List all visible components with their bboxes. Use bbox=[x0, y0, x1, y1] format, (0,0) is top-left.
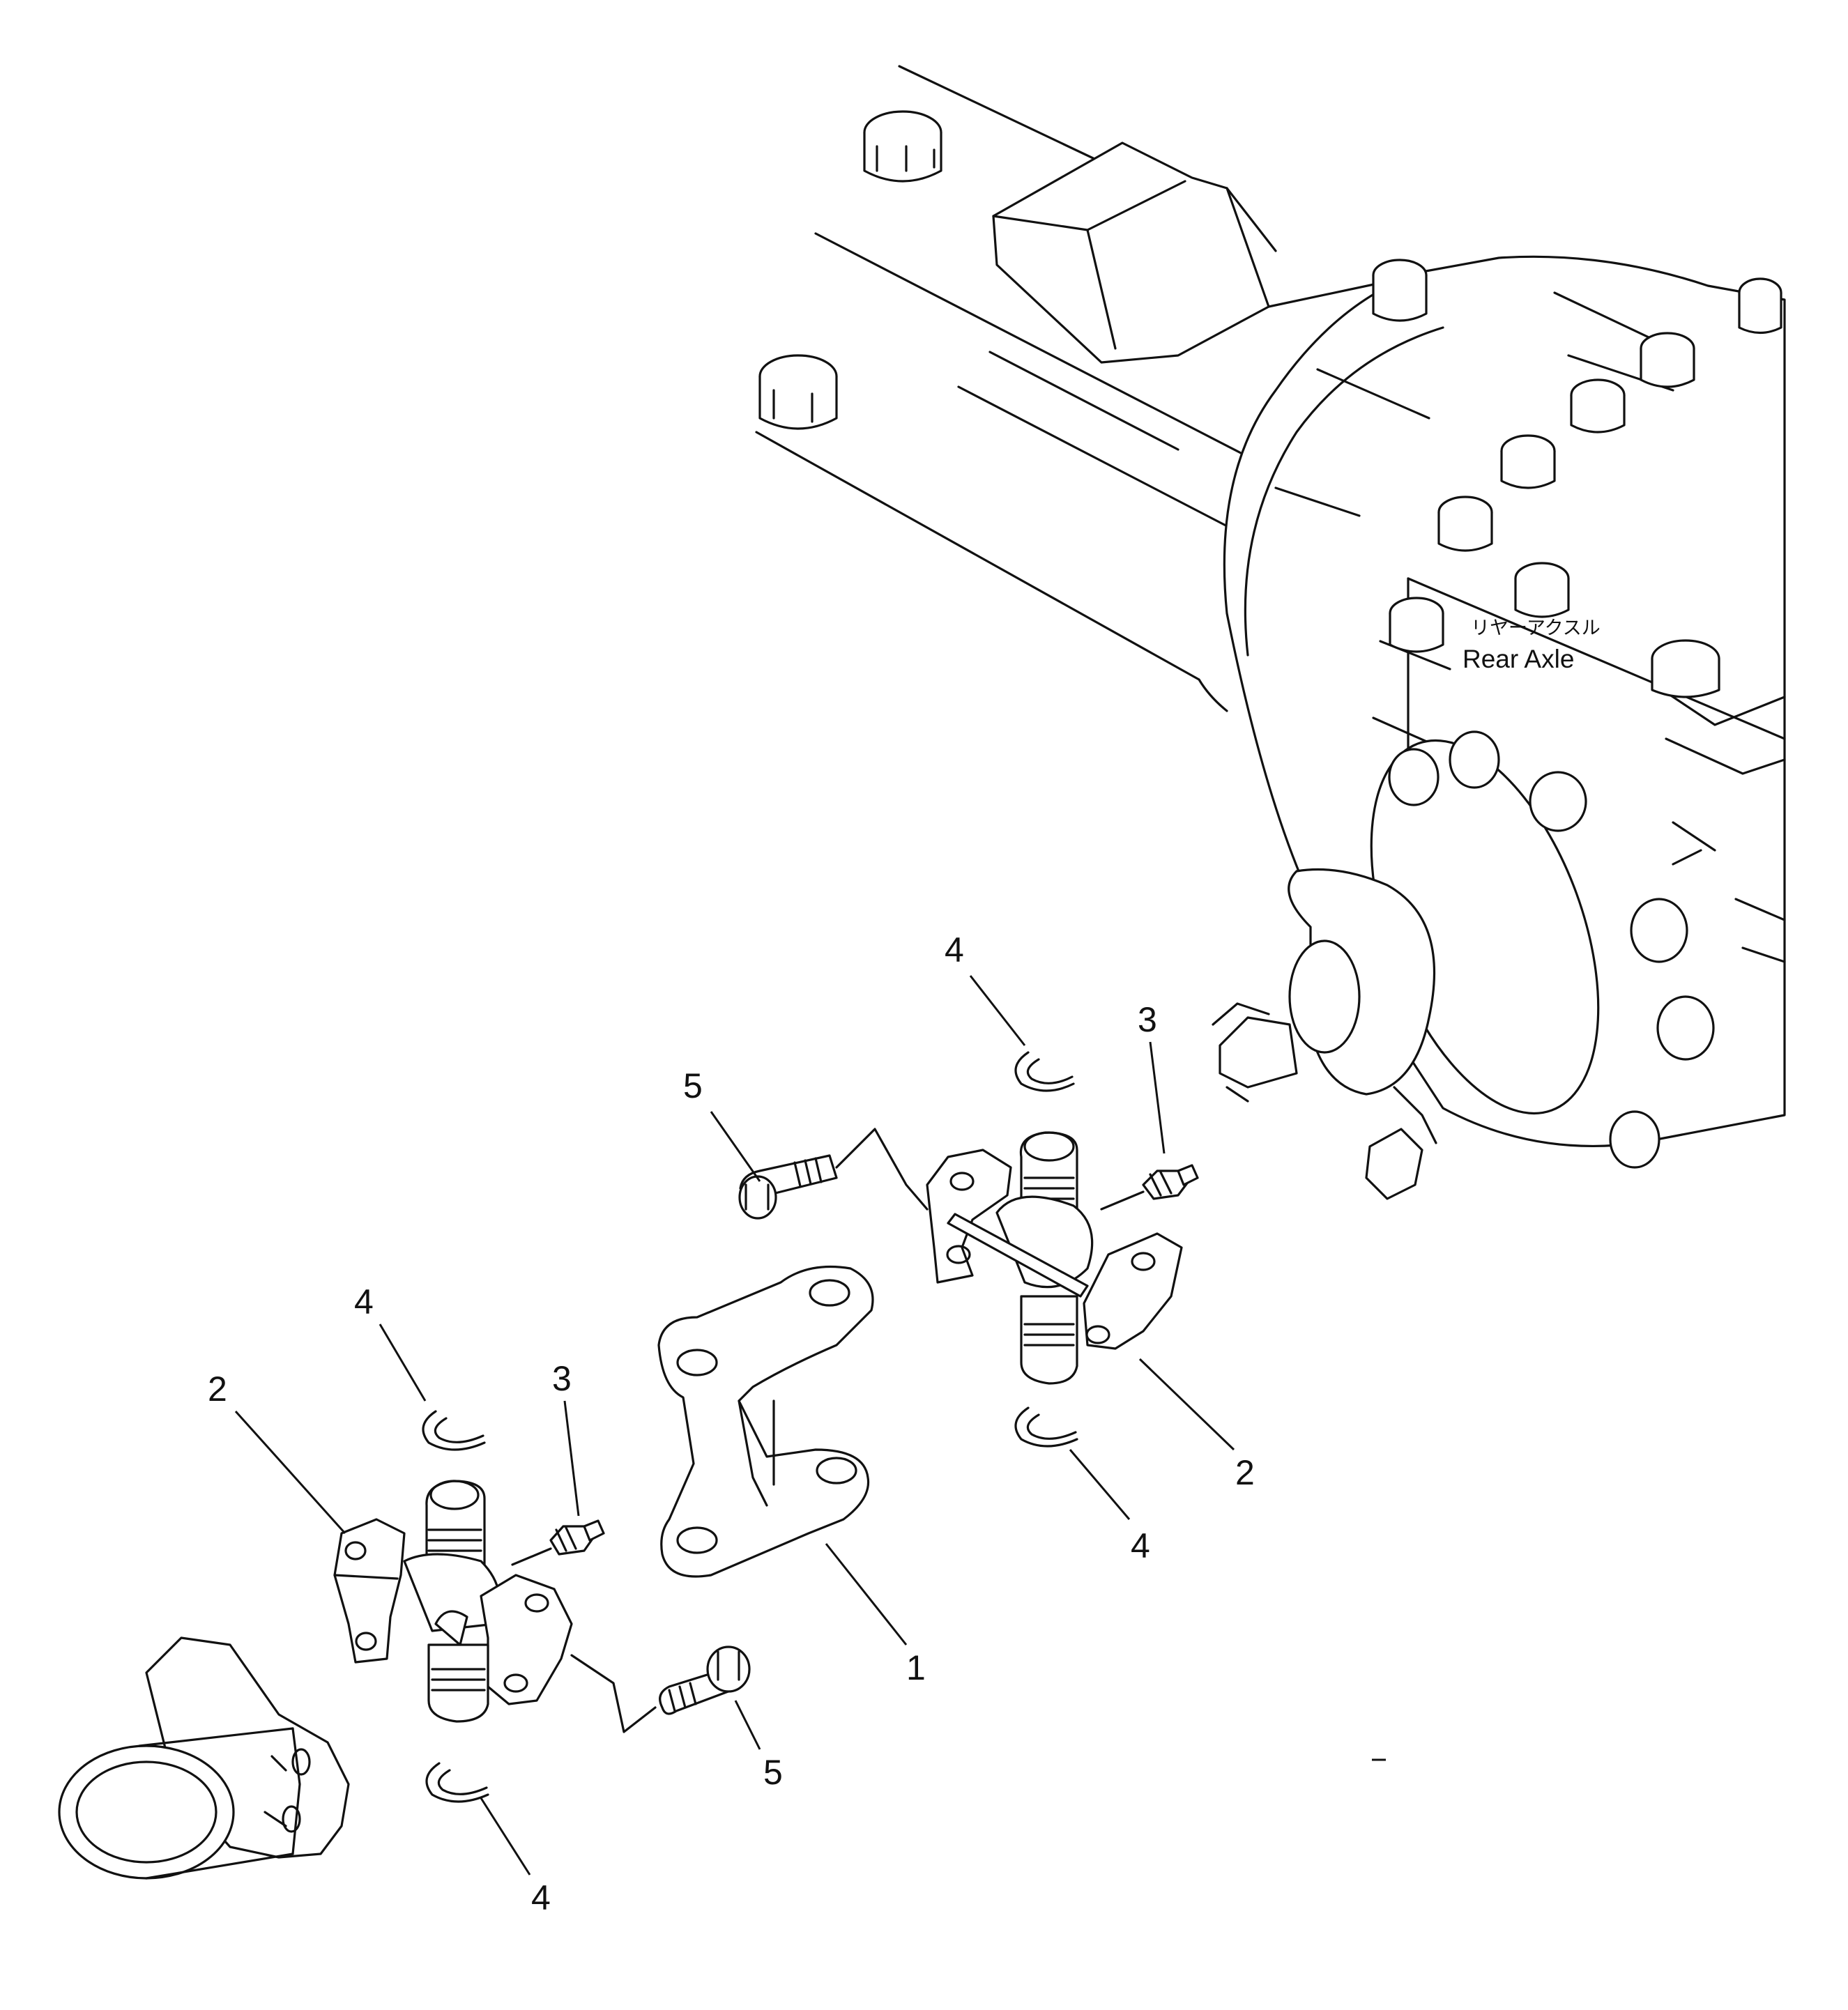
spider-bearing-lower bbox=[333, 1480, 573, 1723]
snap-ring-upper-top bbox=[1014, 1051, 1075, 1092]
drive-shaft-yoke bbox=[657, 1265, 874, 1578]
bolt-lower bbox=[570, 1645, 751, 1733]
housing-cap bbox=[1388, 748, 1440, 806]
housing-cap bbox=[1437, 496, 1493, 552]
rear-axle-caption-en: Rear Axle bbox=[1463, 645, 1574, 673]
housing-cap bbox=[1609, 1110, 1660, 1169]
housing-cap bbox=[1651, 639, 1720, 698]
housing-cap bbox=[1529, 771, 1587, 832]
callout-2-upper: 2 bbox=[1235, 1453, 1255, 1492]
callout-2-lower: 2 bbox=[208, 1370, 227, 1409]
grease-fitting-upper bbox=[1100, 1164, 1199, 1211]
leader-lines bbox=[234, 975, 1235, 1875]
snap-ring-upper-bottom bbox=[1014, 1406, 1078, 1448]
callout-4-lower-bottom: 4 bbox=[531, 1878, 551, 1917]
callout-5-upper: 5 bbox=[683, 1066, 703, 1105]
housing-cap bbox=[1389, 597, 1444, 653]
housing-cap bbox=[1738, 277, 1782, 335]
housing-cap bbox=[1630, 898, 1688, 963]
housing-cap bbox=[1514, 562, 1570, 618]
callout-3-upper: 3 bbox=[1138, 1000, 1157, 1039]
callout-5-lower: 5 bbox=[763, 1753, 783, 1792]
housing-cap bbox=[1500, 434, 1556, 489]
transmission-flange bbox=[58, 1636, 350, 1880]
callout-4-upper-bottom: 4 bbox=[1131, 1526, 1150, 1565]
callout-1-yoke: 1 bbox=[906, 1648, 926, 1687]
spider-bearing-upper bbox=[926, 1131, 1183, 1385]
housing-cap bbox=[863, 110, 942, 183]
snap-ring-lower-top bbox=[422, 1410, 486, 1451]
housing-cap bbox=[1449, 730, 1500, 789]
callout-4-lower-top: 4 bbox=[354, 1282, 374, 1321]
rear-axle-caption-jp: リヤーアクスル bbox=[1471, 617, 1601, 639]
housing-cap bbox=[758, 354, 838, 430]
housing-cap bbox=[1656, 995, 1715, 1061]
callout-4-upper-top: 4 bbox=[945, 930, 964, 969]
housing-cap bbox=[1640, 332, 1695, 388]
callout-3-lower: 3 bbox=[552, 1359, 572, 1398]
housing-cap bbox=[1372, 259, 1428, 322]
grease-fitting-lower bbox=[511, 1519, 605, 1566]
spider-bar bbox=[947, 1213, 1089, 1298]
snap-ring-lower-bottom bbox=[425, 1762, 489, 1803]
callout-labels: 4 3 5 2 4 4 2 3 1 5 4 bbox=[208, 930, 1255, 1917]
bolt-upper bbox=[738, 1128, 929, 1220]
housing-cap bbox=[1570, 378, 1626, 434]
rear-axle-housing: リヤーアクスル Rear Axle bbox=[755, 65, 1786, 1200]
